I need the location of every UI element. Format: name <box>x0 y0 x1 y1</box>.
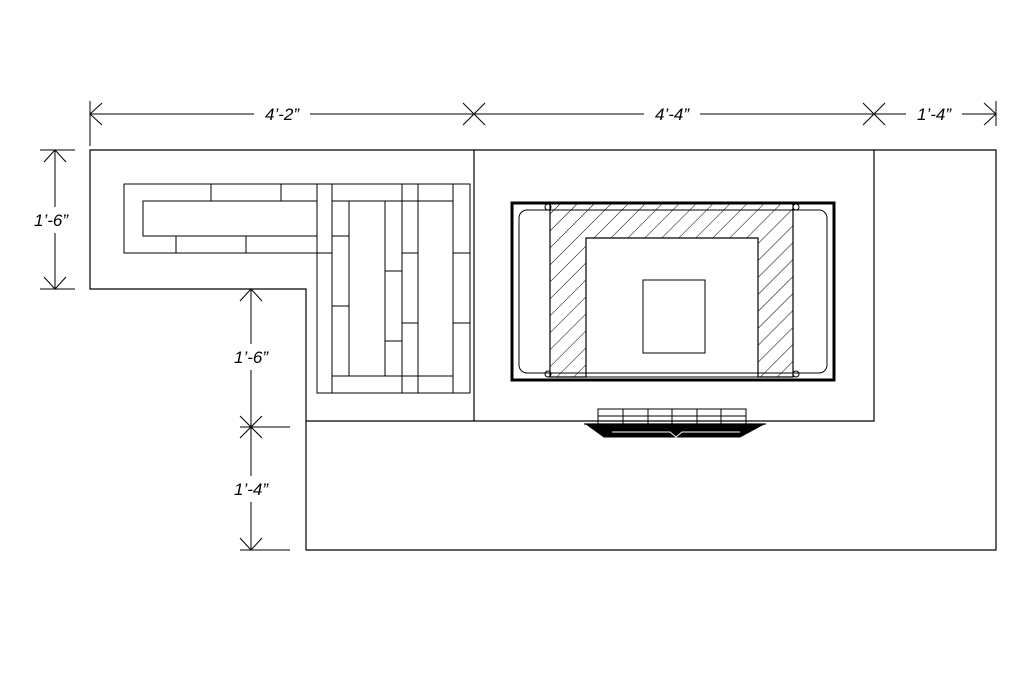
middle-room-outline <box>474 149 875 422</box>
hearth-fixture <box>584 408 766 438</box>
paver-inner <box>142 200 318 237</box>
dimension-label-top-middle: 4’-4” <box>655 105 690 124</box>
building-outline <box>89 149 997 551</box>
vertical-paver-area <box>316 183 471 394</box>
fireplace <box>510 201 836 382</box>
dimension-label-left-upper: 1’-6” <box>34 211 69 230</box>
inner-dimension-chain <box>239 288 290 551</box>
corner-bolt <box>792 203 800 211</box>
dimension-label-left-middle: 1’-6” <box>234 348 269 367</box>
dimension-label-left-lower: 1’-4” <box>234 480 269 499</box>
grate <box>642 279 706 354</box>
corner-bolt <box>792 370 800 378</box>
dimension-label-top-right: 1’-4” <box>917 105 952 124</box>
top-dimension-chain <box>89 101 997 146</box>
corner-bolt <box>544 203 552 211</box>
dimension-label-top-left: 4’-2” <box>265 105 300 124</box>
horizontal-paver-area <box>123 183 318 254</box>
paver-border <box>123 183 318 254</box>
left-room-outline <box>89 149 475 422</box>
firebox <box>585 237 759 378</box>
lower-room-outline <box>305 149 997 551</box>
corner-bolt <box>544 370 552 378</box>
paver-border <box>316 183 471 394</box>
